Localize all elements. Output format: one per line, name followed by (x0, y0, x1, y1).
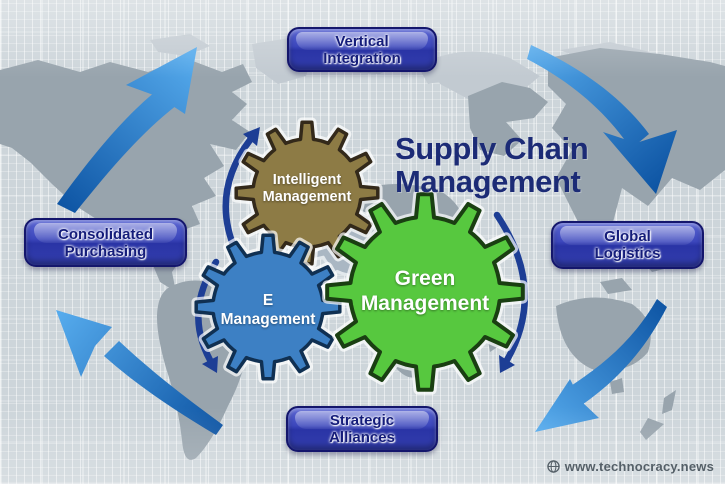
button-label: Alliances (329, 429, 395, 446)
cycle-arrow-bottom-left (56, 310, 223, 435)
e-management-gear[interactable] (194, 233, 342, 381)
arrow-body (57, 87, 177, 213)
cycle-arrow-bottom-right (535, 299, 667, 432)
button-label: Global (604, 228, 651, 245)
arrow-head (56, 310, 112, 377)
watermark-text: www.technocracy.news (564, 459, 714, 474)
green-management-gear[interactable] (325, 192, 525, 392)
title-line-2: Management (395, 164, 581, 199)
button-label: Consolidated (57, 225, 153, 243)
continent-north-america (0, 58, 252, 292)
page-title: Supply Chain Management (395, 132, 625, 198)
arrow-body (527, 45, 649, 149)
arrow-body (104, 341, 223, 435)
cycle-arrows (56, 45, 677, 435)
arrow-head (535, 379, 599, 432)
rotation-arc-intelligent-head (243, 127, 260, 146)
watermark: www.technocracy.news (547, 459, 714, 474)
button-global-logistics[interactable]: Global Logistics (551, 221, 704, 269)
globe-icon (547, 460, 560, 473)
button-strategic-alliances[interactable]: Strategic Alliances (286, 406, 438, 452)
rotation-arc-e-head (202, 356, 218, 373)
cycle-arrow-top-right (527, 45, 677, 194)
intelligent-management-gear[interactable] (234, 120, 380, 266)
tasmania (610, 378, 624, 394)
arrow-head (126, 47, 197, 114)
button-label: Integration (323, 49, 401, 67)
new-zealand (662, 390, 676, 414)
button-label: Purchasing (64, 242, 147, 260)
gears (191, 117, 528, 395)
new-zealand (640, 418, 664, 440)
button-vertical-integration[interactable]: Vertical Integration (287, 27, 437, 72)
rotation-arc-green-head (499, 355, 515, 373)
continent-europe (468, 82, 548, 156)
title-line-1: Supply Chain (395, 131, 589, 166)
island (600, 278, 632, 294)
button-label: Strategic (329, 412, 395, 429)
arrow-body (563, 299, 667, 409)
cycle-arrow-top-left (57, 47, 197, 213)
button-label: Logistics (594, 245, 661, 262)
button-consolidated-purchasing[interactable]: Consolidated Purchasing (24, 218, 187, 267)
button-label: Vertical (335, 32, 389, 50)
rotation-arc-intelligent (222, 136, 254, 256)
arrow-head (603, 130, 677, 194)
arctic-island (150, 34, 210, 56)
